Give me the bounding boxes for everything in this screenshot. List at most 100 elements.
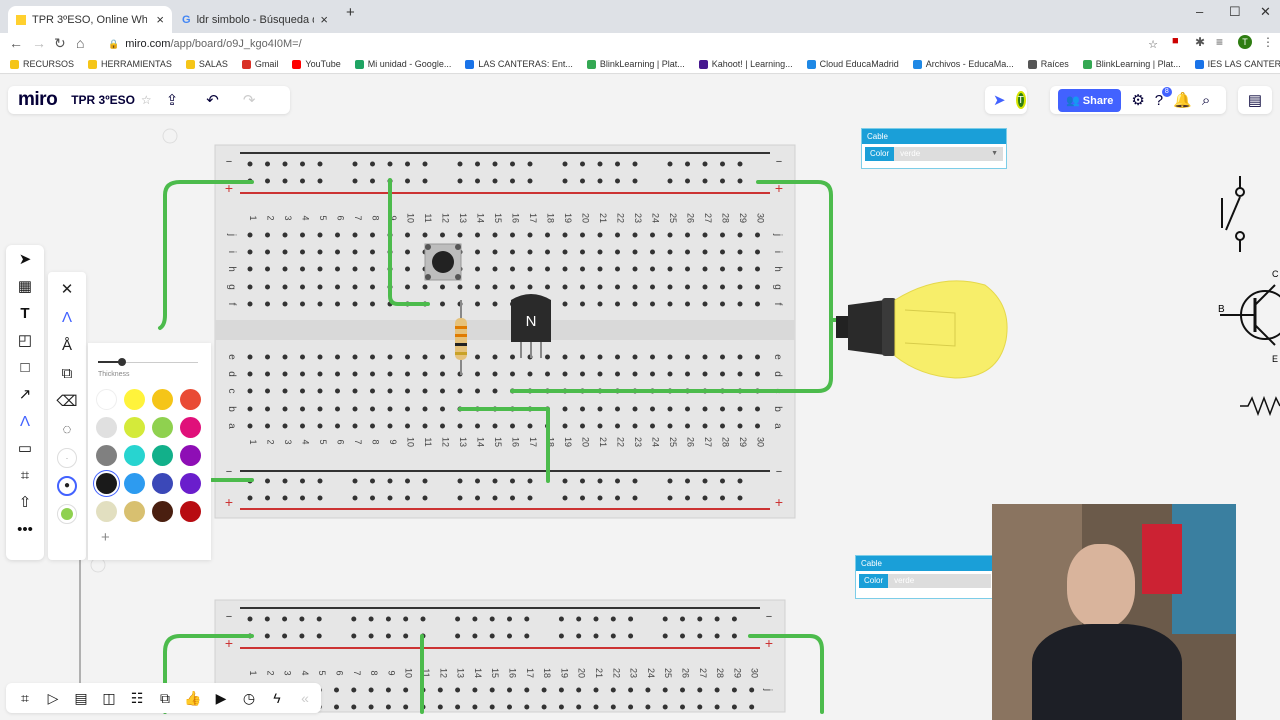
- light-bulb[interactable]: [836, 280, 1008, 379]
- bookmark-item[interactable]: BlinkLearning | Plat...: [586, 59, 685, 69]
- color-swatch[interactable]: [180, 417, 201, 438]
- bookmark-item[interactable]: Mi unidad - Google...: [354, 59, 451, 69]
- color-swatch[interactable]: [124, 417, 145, 438]
- bookmark-item[interactable]: IES LAS CANTERAS...: [1194, 59, 1280, 69]
- pen-tool-icon[interactable]: Λ: [61, 309, 73, 326]
- thickness-slider-handle[interactable]: [118, 358, 126, 366]
- reactions-thumbs-up-icon[interactable]: 👍: [184, 689, 202, 706]
- breadboard-1[interactable]: −−++−−++11223344556677889910101111121213…: [214, 144, 796, 519]
- presentation-icon[interactable]: ▷: [47, 689, 59, 706]
- smart-drawing-icon[interactable]: ⧉: [61, 365, 73, 382]
- transistor[interactable]: N: [511, 294, 551, 358]
- close-window-button[interactable]: ✕: [1260, 4, 1271, 19]
- home-icon[interactable]: ⌂: [76, 35, 85, 51]
- menu-icon[interactable]: ⋮: [1262, 35, 1274, 49]
- url-input[interactable]: 🔒 miro.com/app/board/o9J_kgo4I0M=/ ☆: [96, 35, 1166, 53]
- bookmark-item[interactable]: LAS CANTERAS: Ent...: [465, 59, 573, 69]
- frames-icon[interactable]: ⌗: [21, 689, 29, 706]
- help-icon[interactable]: ?8: [1155, 86, 1172, 109]
- add-color-button[interactable]: +: [101, 529, 110, 546]
- color-swatch[interactable]: [124, 473, 145, 494]
- profile-avatar[interactable]: T: [1238, 35, 1252, 49]
- bookmark-item[interactable]: RECURSOS: [10, 59, 74, 69]
- text-icon[interactable]: T: [20, 305, 30, 322]
- star-icon[interactable]: ☆: [140, 93, 152, 107]
- settings-sliders-icon[interactable]: ⚙: [1131, 92, 1145, 109]
- more-tools-icon[interactable]: •••: [17, 521, 33, 538]
- arrow-line-icon[interactable]: ↗: [18, 386, 32, 403]
- bell-icon[interactable]: 🔔: [1173, 92, 1192, 109]
- select-cursor-icon[interactable]: ➤: [18, 251, 32, 268]
- color-swatch[interactable]: [152, 445, 173, 466]
- search-icon[interactable]: ⌕: [1201, 91, 1211, 109]
- frame-handle[interactable]: [162, 128, 178, 144]
- frame-handle[interactable]: [90, 557, 106, 573]
- color-select[interactable]: verde: [894, 576, 915, 585]
- chevron-down-icon[interactable]: ▼: [991, 150, 998, 157]
- board-name[interactable]: TPR 3ºESO: [71, 93, 135, 107]
- current-color-option[interactable]: [57, 504, 77, 524]
- bookmark-item[interactable]: Raíces: [1027, 59, 1069, 69]
- color-swatch[interactable]: [96, 501, 117, 522]
- reload-icon[interactable]: ↻: [54, 35, 66, 51]
- medium-stroke-option[interactable]: ●: [57, 476, 77, 496]
- shape-icon[interactable]: □: [20, 359, 30, 376]
- templates-icon[interactable]: ▦: [17, 278, 33, 295]
- wires[interactable]: [158, 178, 847, 714]
- color-swatch[interactable]: [152, 417, 173, 438]
- color-swatch[interactable]: [96, 445, 117, 466]
- color-swatch[interactable]: [96, 417, 117, 438]
- eraser-icon[interactable]: ⌫: [56, 393, 78, 410]
- color-swatch[interactable]: [180, 473, 201, 494]
- close-icon[interactable]: ✕: [60, 281, 74, 298]
- lasso-icon[interactable]: ◌: [62, 421, 72, 438]
- color-select[interactable]: verde: [900, 149, 921, 158]
- cursor-follow-icon[interactable]: ➤: [993, 92, 1006, 109]
- thin-stroke-option[interactable]: ·: [57, 448, 77, 468]
- close-tab-icon[interactable]: ×: [156, 12, 164, 27]
- color-swatch[interactable]: [124, 445, 145, 466]
- timer-icon[interactable]: ◷: [242, 689, 256, 706]
- pdf-extension-icon[interactable]: ■: [1172, 35, 1179, 47]
- bookmark-item[interactable]: BlinkLearning | Plat...: [1082, 59, 1181, 69]
- screen-share-icon[interactable]: ⧉: [160, 689, 170, 706]
- cards-icon[interactable]: ☷: [130, 689, 144, 706]
- bookmark-item[interactable]: Cloud EducaMadrid: [806, 59, 899, 69]
- bookmark-item[interactable]: Kahoot! | Learning...: [698, 59, 793, 69]
- bookmark-star-icon[interactable]: ☆: [1148, 38, 1158, 51]
- bookmark-item[interactable]: Archivos - EducaMa...: [912, 59, 1014, 69]
- color-swatch[interactable]: [152, 473, 173, 494]
- extensions-icon[interactable]: ✱: [1195, 35, 1206, 49]
- color-swatch[interactable]: [96, 389, 117, 410]
- bookmark-item[interactable]: YouTube: [292, 59, 341, 69]
- highlighter-icon[interactable]: Å: [61, 337, 72, 354]
- close-tab-icon[interactable]: ×: [320, 12, 328, 27]
- share-button[interactable]: 👥 Share: [1058, 88, 1122, 112]
- frame-icon[interactable]: ⌗: [20, 467, 30, 484]
- reading-list-icon[interactable]: ≡: [1216, 35, 1224, 49]
- comments-icon[interactable]: ▤: [74, 689, 88, 706]
- miro-logo[interactable]: miro: [18, 89, 58, 110]
- sticky-note-icon[interactable]: ◰: [17, 332, 33, 349]
- color-swatch[interactable]: [180, 389, 201, 410]
- bookmark-item[interactable]: SALAS: [185, 59, 228, 69]
- bookmark-item[interactable]: Gmail: [241, 59, 278, 69]
- undo-icon[interactable]: ↶: [206, 92, 219, 109]
- tab-miro[interactable]: TPR 3ºESO, Online Whiteboard f ×: [8, 6, 172, 33]
- color-swatch[interactable]: [180, 445, 201, 466]
- notes-list-icon[interactable]: ▤: [1247, 92, 1263, 109]
- video-call-icon[interactable]: ▶: [215, 689, 227, 706]
- maximize-button[interactable]: ☐: [1229, 4, 1241, 19]
- lightning-icon[interactable]: ϟ: [273, 690, 281, 706]
- color-swatch[interactable]: [96, 473, 117, 494]
- comment-icon[interactable]: ▭: [17, 440, 33, 457]
- avatar[interactable]: T: [1015, 91, 1026, 109]
- color-swatch[interactable]: [152, 501, 173, 522]
- tab-google[interactable]: G ldr simbolo - Búsqueda de Goog ×: [174, 6, 336, 33]
- new-tab-button[interactable]: +: [346, 4, 355, 21]
- pen-icon[interactable]: Λ: [19, 413, 31, 430]
- resistor[interactable]: [455, 300, 467, 375]
- color-swatch[interactable]: [124, 501, 145, 522]
